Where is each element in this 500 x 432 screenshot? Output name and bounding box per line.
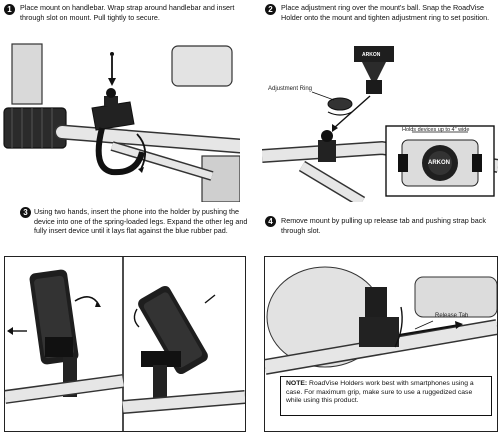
step-3-illustration — [4, 256, 246, 432]
step-4-text: Remove mount by pulling up release tab a… — [281, 216, 486, 235]
step-2-illustration: ARKON Adjustment Ring Holds devices up t… — [262, 36, 498, 202]
note-label: NOTE: — [286, 380, 308, 387]
step-1-illustration — [2, 36, 240, 202]
note-box: NOTE: RoadVise Holders work best with sm… — [280, 376, 492, 416]
step-4-number: 4 — [265, 216, 276, 227]
inset-brand-label: ARKON — [428, 160, 450, 166]
holds-devices-callout: Holds devices up to 4" wide — [402, 127, 470, 133]
adjustment-ring-callout: Adjustment Ring — [268, 86, 313, 92]
holder-brand-text: ARKON — [362, 52, 381, 58]
step-1-text: Place mount on handlebar. Wrap strap aro… — [20, 3, 235, 22]
step-3-number: 3 — [20, 207, 31, 218]
step-3-text: Using two hands, insert the phone into t… — [34, 207, 248, 236]
step-2-text: Place adjustment ring over the mount's b… — [281, 3, 490, 22]
note-text: RoadVise Holders work best with smartpho… — [286, 380, 474, 405]
release-tab-callout: Release Tab — [435, 313, 469, 319]
step-1-number: 1 — [4, 4, 15, 15]
step-2-number: 2 — [265, 4, 276, 15]
